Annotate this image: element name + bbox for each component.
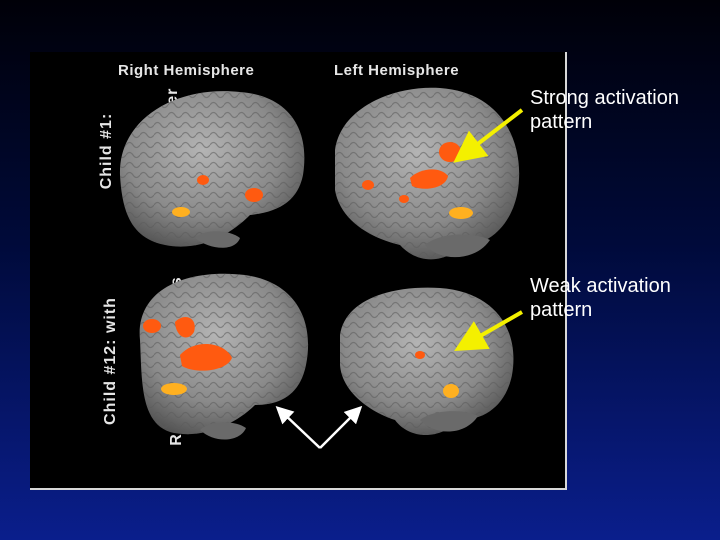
activation-spot — [399, 195, 409, 203]
callout-weak-activation: Weak activation pattern — [530, 274, 671, 322]
brain-top-left-hemisphere — [335, 87, 520, 260]
activation-spot — [443, 384, 459, 398]
activation-spot — [175, 317, 195, 338]
callout-strong-activation: Strong activation pattern — [530, 86, 679, 134]
brain-bottom-left-hemisphere — [340, 287, 514, 435]
callout-line1: Weak activation — [530, 275, 671, 297]
callout-arrow-weak — [454, 310, 523, 351]
brain-bottom-right-hemisphere — [139, 273, 309, 440]
callout-line2: pattern — [530, 299, 593, 321]
column-header-left-hemisphere: Left Hemisphere — [334, 62, 460, 79]
callout-line2: pattern — [530, 111, 593, 133]
activation-spot — [161, 383, 187, 395]
activation-spot — [245, 188, 263, 202]
activation-spot — [143, 319, 161, 333]
activation-spot — [449, 207, 473, 219]
activation-spot — [362, 180, 374, 190]
activation-spot — [439, 142, 461, 162]
brain-top-right-hemisphere — [119, 91, 305, 248]
comparison-bracket-arrows — [275, 405, 363, 449]
activation-spot — [415, 351, 425, 359]
activation-spot — [180, 343, 232, 371]
callout-line1: Strong activation — [530, 87, 679, 109]
activation-spot — [410, 169, 448, 189]
callout-arrow-strong — [453, 108, 524, 163]
activation-spot — [172, 207, 190, 217]
column-header-right-hemisphere: Right Hemisphere — [118, 62, 255, 79]
activation-spot — [197, 175, 209, 185]
